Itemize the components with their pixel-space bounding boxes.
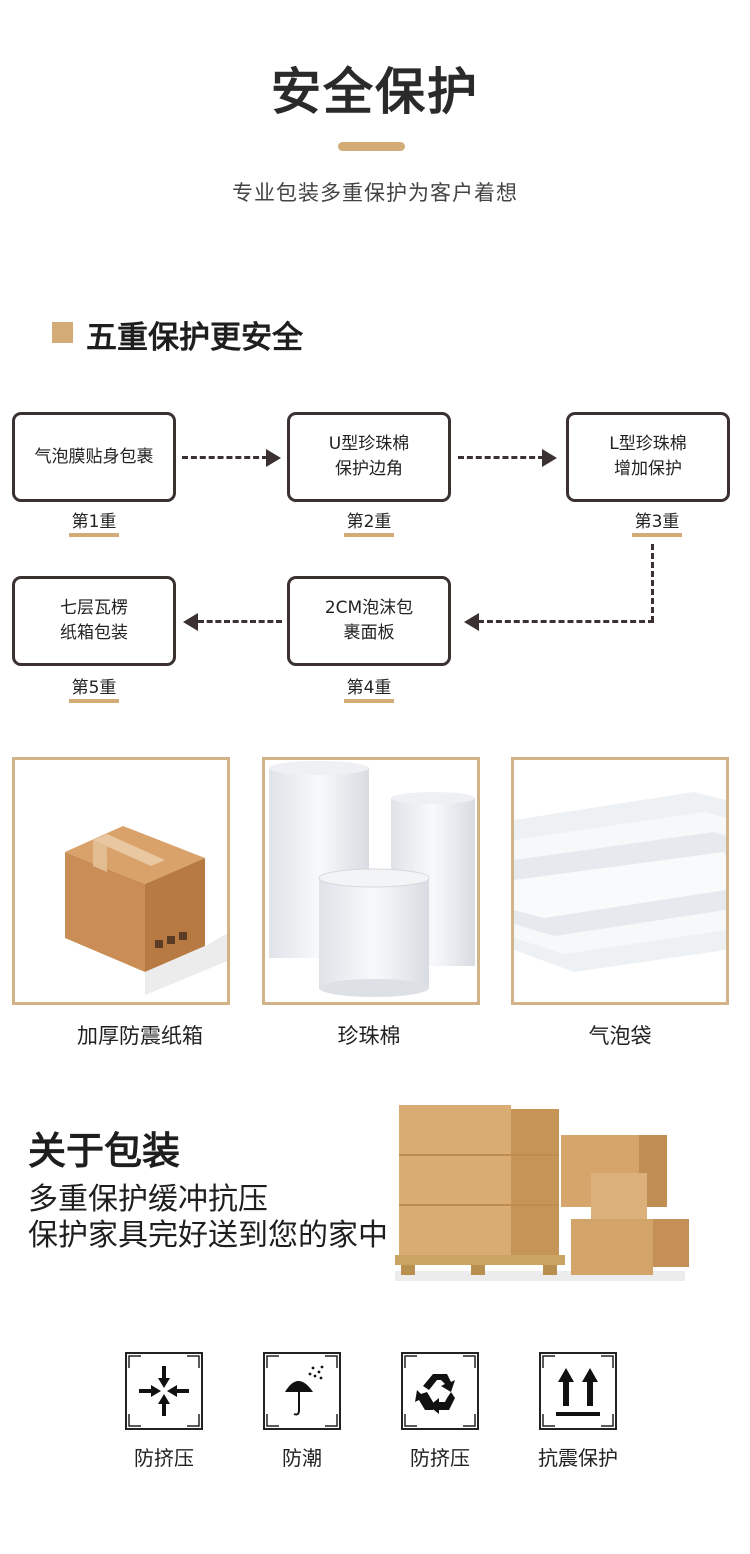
- step-3-label: 第3重: [575, 512, 739, 537]
- foam-rolls-image: [262, 757, 480, 1005]
- title-underline: [338, 142, 405, 151]
- step-4-box: 2CM泡沫包 裹面板: [287, 576, 451, 666]
- step-5-box: 七层瓦楞 纸箱包装: [12, 576, 176, 666]
- page-subtitle: 专业包装多重保护为客户着想: [232, 181, 518, 205]
- material-caption-3: 气泡袋: [588, 1024, 652, 1048]
- flow-connector: [198, 620, 282, 623]
- step-3-box: L型珍珠棉 增加保护: [566, 412, 730, 502]
- bubble-bags-image: [511, 757, 729, 1005]
- step-5-label: 第5重: [12, 678, 176, 703]
- compression-icon: [125, 1352, 203, 1430]
- material-caption-1: 加厚防震纸箱: [77, 1024, 203, 1048]
- page-title: 安全保护: [271, 63, 479, 121]
- icon-caption-4: 抗震保护: [538, 1446, 618, 1470]
- icon-caption-1: 防挤压: [134, 1446, 194, 1470]
- flow-connector: [478, 620, 654, 623]
- step-4-label: 第4重: [287, 678, 451, 703]
- arrow-right-icon: [542, 449, 557, 467]
- arrow-right-icon: [266, 449, 281, 467]
- cardboard-pallet-image: [385, 1095, 705, 1285]
- icon-caption-3: 防挤压: [410, 1446, 470, 1470]
- flow-connector: [458, 456, 544, 459]
- about-line-1: 多重保护缓冲抗压: [28, 1182, 268, 1217]
- icon-caption-2: 防潮: [282, 1446, 322, 1470]
- step-1-label: 第1重: [12, 512, 176, 537]
- section-title: 五重保护更安全: [86, 320, 303, 356]
- material-caption-2: 珍珠棉: [337, 1024, 401, 1048]
- recycle-icon: [401, 1352, 479, 1430]
- step-1-box: 气泡膜贴身包裹: [12, 412, 176, 502]
- step-2-label: 第2重: [287, 512, 451, 537]
- flow-connector: [182, 456, 268, 459]
- arrow-left-icon: [183, 613, 198, 631]
- umbrella-rain-icon: [263, 1352, 341, 1430]
- carton-box-image: [12, 757, 230, 1005]
- step-2-box: U型珍珠棉 保护边角: [287, 412, 451, 502]
- section-marker: [52, 322, 73, 343]
- about-line-2: 保护家具完好送到您的家中: [28, 1218, 388, 1253]
- about-title: 关于包装: [28, 1129, 181, 1173]
- arrow-left-icon: [464, 613, 479, 631]
- flow-connector-vertical: [651, 544, 654, 622]
- this-way-up-icon: [539, 1352, 617, 1430]
